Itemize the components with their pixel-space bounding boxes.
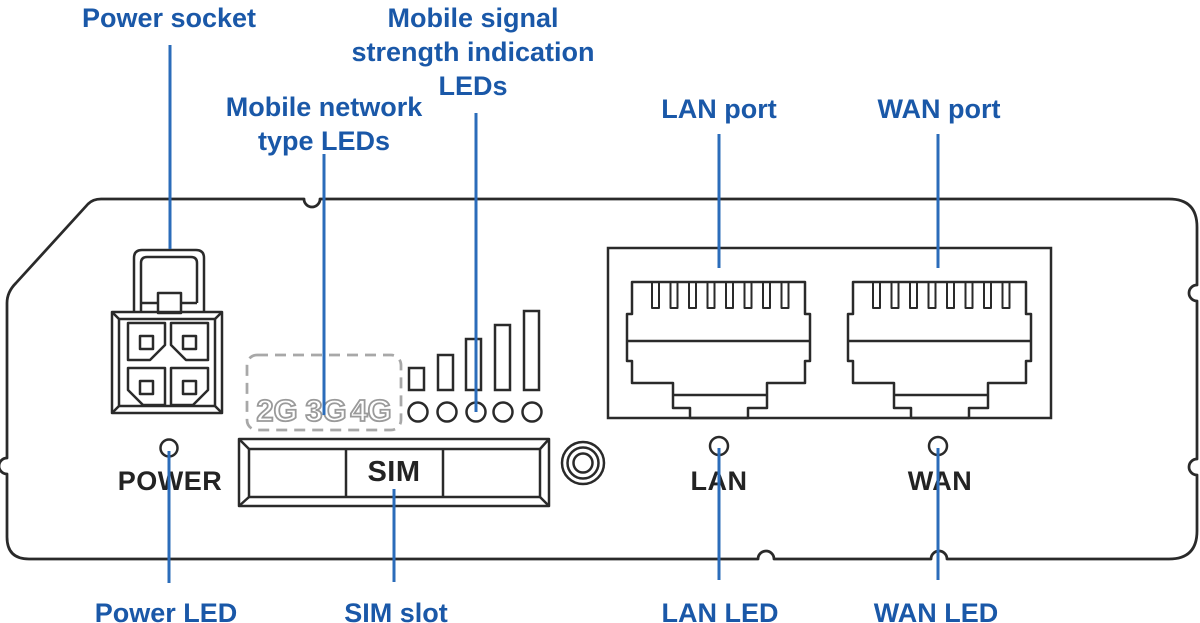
power-socket-drawing [110,248,224,415]
signal-led-1 [407,401,429,423]
signal-bar-4 [493,323,512,392]
signal-led-5 [521,401,543,423]
callout-power-led: Power LED [94,598,238,623]
panel-label-wan: WAN [907,466,973,496]
network-type-leds-dashed-box [245,353,403,432]
network-type-led-labels: 2G 3G 4G [255,392,392,429]
power-socket-tab [132,248,206,315]
led-label-2g: 2G [256,393,297,428]
signal-led-4 [492,401,514,423]
signal-led-2 [436,401,458,423]
reset-button [560,440,606,486]
panel-label-sim: SIM [367,456,421,488]
led-label-3g: 3G [305,393,346,428]
ethernet-ports-cutout [606,246,1053,420]
callout-mobile-network-leds: Mobile network type LEDs [225,92,423,157]
callout-sim-slot: SIM slot [344,598,448,623]
signal-bar-5 [522,309,541,392]
lan-port-pins [651,282,790,309]
wan-port-drawing [846,280,1033,420]
wan-port-pins [872,282,1011,309]
callout-lan-led: LAN LED [661,598,779,623]
signal-bar-3 [464,337,483,392]
power-socket-body [110,310,224,415]
power-socket-pins [126,321,210,407]
signal-strength-bars [407,309,541,392]
lan-port-drawing [625,280,812,420]
callout-wan-led: WAN LED [873,598,999,623]
callout-mobile-signal-leds: Mobile signal strength indication LEDs [351,3,595,102]
signal-bar-2 [436,353,455,392]
callout-lan-port: LAN port [661,94,777,124]
led-label-4g: 4G [350,393,391,428]
signal-bar-1 [407,366,426,392]
callout-power-socket: Power socket [81,3,257,33]
callout-lines [167,45,940,583]
callout-wan-port: WAN port [877,94,1001,124]
device-panel-outline [0,197,1199,561]
